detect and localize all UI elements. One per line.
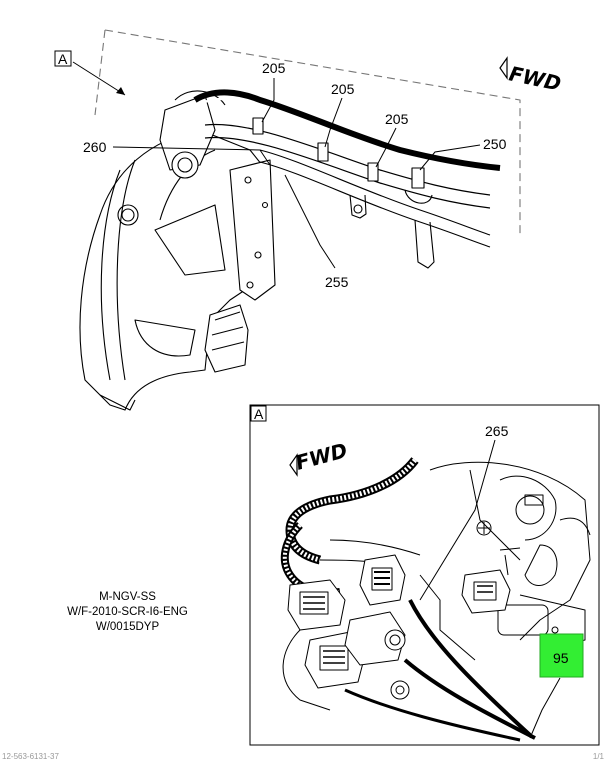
main-assembly-view [79,29,521,411]
dashed-panel [94,29,521,235]
callout-255: 255 [325,274,349,290]
callout-95-highlight[interactable] [539,633,584,678]
leader-lines-main [112,78,481,269]
connector-right [461,569,511,614]
view-label-main: A [58,51,68,67]
footer-document-id: 12-563-6131-37 [2,752,59,761]
clamp [367,162,379,182]
note-line-3: W/0015DYP [95,621,160,633]
view-arrow [72,61,126,96]
view-label-detail: A [254,406,264,422]
guard-housing [79,129,271,411]
connector-mid [344,611,406,666]
callout-205-a: 205 [262,60,286,76]
guard-cutout [154,204,226,276]
callout-250: 250 [483,136,507,152]
lower-component [204,304,249,373]
fwd-arrow-main: FWD [499,56,563,96]
clamp [317,142,329,162]
conduit-lower [259,149,491,236]
footer-page: 1/1 [592,752,604,761]
fwd-label-main: FWD [507,61,563,95]
detail-assembly [280,457,591,742]
connector-265 [359,554,406,606]
note-line-2: W/F-2010-SCR-I6-ENG [67,606,188,618]
clamp [411,167,425,189]
leader-lines-detail [419,439,561,739]
note-line-1: M-NGV-SS [99,591,156,603]
callout-205-c: 205 [385,111,409,127]
detail-frame [249,404,600,746]
bracket-plate [229,159,276,301]
view-label-box [54,50,72,67]
callout-260: 260 [83,139,107,155]
vehicle-note: M-NGV-SS W/F-2010-SCR-I6-ENG W/0015DYP [40,590,215,635]
callout-265: 265 [485,423,509,439]
harness-top [193,89,501,171]
detail-label-box [250,405,267,422]
callout-205-b: 205 [331,81,355,97]
callout-95[interactable]: 95 [553,650,569,666]
clamp [252,117,264,135]
connector-left-upper [287,579,346,631]
